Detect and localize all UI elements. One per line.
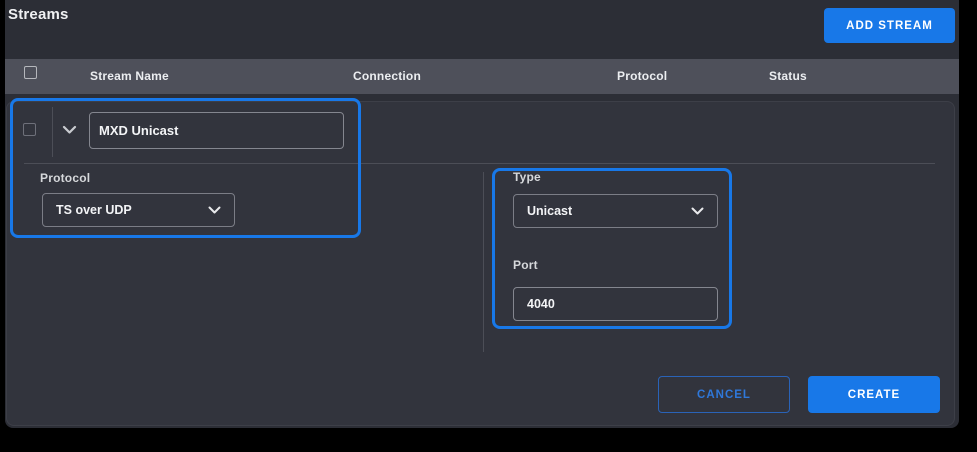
add-stream-button[interactable]: ADD STREAM — [824, 8, 955, 43]
create-button[interactable]: CREATE — [808, 376, 940, 413]
form-column-divider — [483, 172, 484, 352]
type-select-value: Unicast — [527, 204, 573, 218]
row-form-divider — [24, 163, 935, 164]
chevron-down-icon — [208, 206, 221, 215]
chevron-down-icon — [62, 125, 77, 135]
column-header-connection: Connection — [353, 69, 421, 83]
port-label: Port — [513, 258, 538, 272]
protocol-select[interactable]: TS over UDP — [42, 193, 235, 227]
column-header-status: Status — [769, 69, 807, 83]
row-checkbox[interactable] — [23, 123, 36, 136]
column-header-protocol: Protocol — [617, 69, 668, 83]
select-all-checkbox[interactable] — [24, 66, 37, 79]
stream-edit-card — [6, 101, 955, 426]
table-header-row: Stream Name Connection Protocol Status — [5, 59, 959, 94]
protocol-select-value: TS over UDP — [56, 203, 132, 217]
stream-name-input[interactable] — [89, 112, 344, 149]
port-input[interactable] — [513, 287, 718, 321]
chevron-down-icon — [691, 207, 704, 216]
type-port-highlight — [492, 168, 732, 329]
row-expander-button[interactable] — [60, 123, 78, 137]
cancel-button[interactable]: CANCEL — [658, 376, 790, 413]
column-header-stream-name: Stream Name — [90, 69, 169, 83]
page-title: Streams — [8, 6, 69, 23]
type-select[interactable]: Unicast — [513, 194, 718, 228]
type-label: Type — [513, 170, 541, 184]
protocol-label: Protocol — [40, 171, 91, 185]
checkbox-cell-divider — [52, 107, 53, 157]
stream-name-protocol-highlight — [10, 98, 361, 238]
